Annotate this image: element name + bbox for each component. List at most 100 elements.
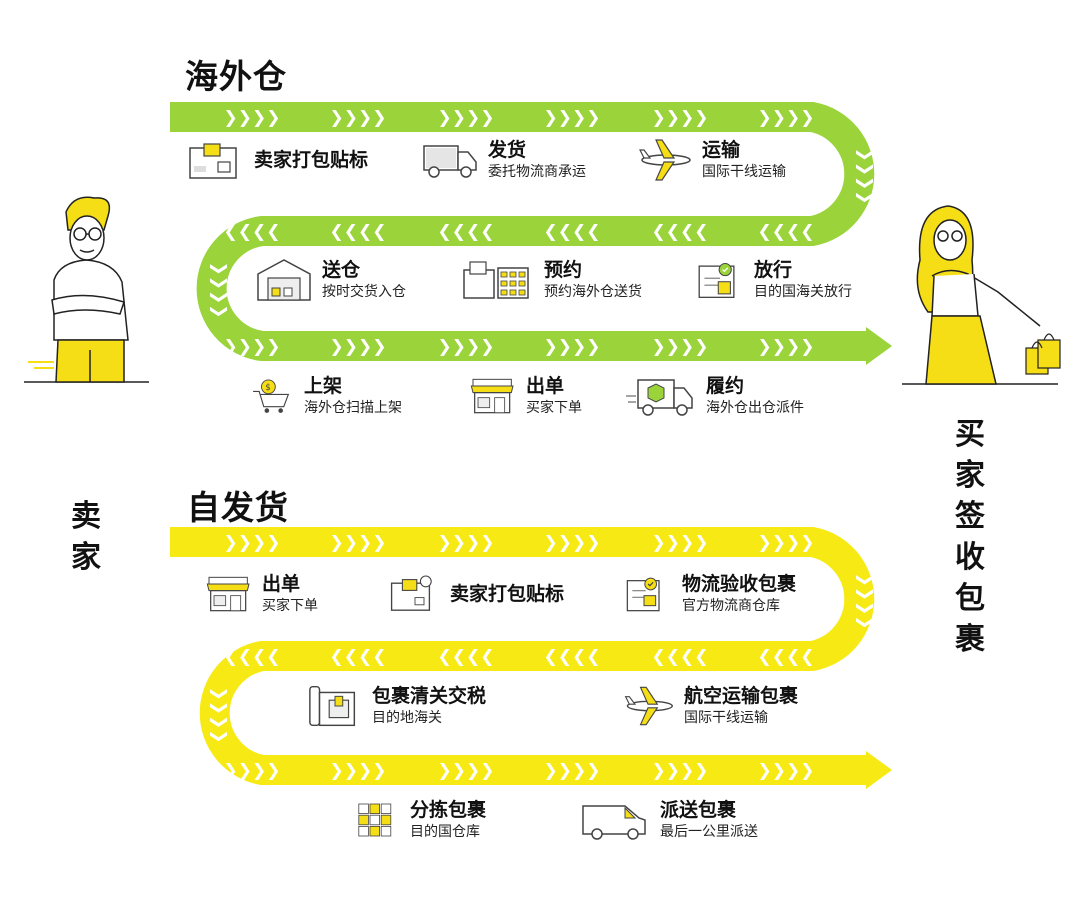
self-step-air-transport: 航空运输包裹 国际干线运输: [620, 682, 798, 730]
step-title: 履约: [706, 375, 745, 397]
customs-package-icon: [309, 685, 356, 727]
step-title: 分拣包裹: [410, 799, 487, 821]
step-subtitle: 海外仓出仓派件: [706, 400, 804, 416]
chevron-marker: ❮❮❮❮: [544, 647, 601, 667]
chevron-marker: ❮❮❮❮: [758, 647, 815, 667]
self-step-inspect: 物流验收包裹 官方物流商仓库: [624, 570, 796, 618]
seller-label: 卖家: [71, 499, 101, 575]
chevron-marker: ❯❯❯❯: [652, 108, 709, 128]
self-step-pack-label: 卖家打包贴标: [388, 570, 564, 618]
chevron-marker: ❯❯❯❯: [224, 108, 281, 128]
step-subtitle: 目的国海关放行: [754, 284, 852, 300]
step-title: 卖家打包贴标: [254, 149, 369, 171]
chevron-marker: ❮❮❮❮: [758, 222, 815, 242]
step-subtitle: 最后一公里派送: [660, 824, 758, 840]
self-ship-title: 自发货: [187, 488, 289, 527]
chevron-marker: ❯❯❯❯: [224, 533, 281, 553]
chevron-marker: ❯❯❯❯: [855, 573, 875, 630]
chevron-marker: ❯❯❯❯: [224, 761, 281, 781]
step-subtitle: 目的国仓库: [410, 824, 480, 840]
chevron-marker: ❮❮❮❮: [224, 222, 281, 242]
chevron-arrows: ❯❯❯❯ ❯❯❯❯ ❯❯❯❯ ❯❯❯❯ ❯❯❯❯ ❯❯❯❯ ❯❯❯❯ ❯❯❯❯ ❯❯❯❯ ❯❯❯❯…: [209, 108, 875, 781]
chevron-marker: ❯❯❯❯: [544, 337, 601, 357]
overseas-step-release: 放行 目的国海关放行: [694, 256, 852, 304]
sorting-boxes-icon: [358, 803, 392, 837]
chevron-marker: ❯❯❯❯: [652, 337, 709, 357]
step-subtitle: 国际干线运输: [702, 164, 786, 180]
step-title: 航空运输包裹: [684, 685, 799, 707]
inspection-icon: [626, 577, 660, 612]
customs-clearance-icon: [698, 263, 735, 298]
shop-icon: [206, 576, 250, 612]
chevron-marker: ❯❯❯❯: [544, 533, 601, 553]
chevron-marker: ❯❯❯❯: [438, 337, 495, 357]
chevron-marker: ❮❮❮❮: [652, 647, 709, 667]
step-title: 运输: [702, 139, 741, 161]
step-subtitle: 目的地海关: [372, 710, 442, 726]
cart-icon: $: [253, 379, 290, 413]
step-title: 上架: [304, 375, 343, 397]
overseas-step-transport: 运输 国际干线运输: [634, 136, 786, 184]
self-step-customs: 包裹清关交税 目的地海关: [306, 682, 486, 730]
seller-illustration: [24, 196, 149, 383]
chevron-marker: ❯❯❯❯: [758, 108, 815, 128]
truck-icon: [423, 145, 477, 178]
calendar-boxes-icon: [463, 261, 529, 299]
airplane-icon: [639, 139, 691, 181]
van-icon: [582, 805, 646, 840]
chevron-marker: ❯❯❯❯: [330, 533, 387, 553]
warehouse-icon: [257, 259, 311, 301]
step-subtitle: 买家下单: [526, 400, 582, 416]
step-title: 送仓: [322, 259, 361, 281]
step-subtitle: 委托物流商承运: [488, 164, 586, 180]
chevron-marker: ❮❮❮❮: [330, 222, 387, 242]
chevron-marker: ❯❯❯❯: [652, 761, 709, 781]
step-subtitle: 海外仓扫描上架: [304, 400, 402, 416]
overseas-step-order: 出单 买家下单: [468, 372, 582, 420]
step-subtitle: 官方物流商仓库: [682, 598, 780, 614]
delivery-truck-icon: [626, 379, 693, 416]
chevron-marker: ❮❮❮❮: [330, 647, 387, 667]
chevron-marker: ❮❮❮❮: [652, 222, 709, 242]
svg-text:$: $: [265, 382, 270, 392]
overseas-step-ship: 发货 委托物流商承运: [420, 136, 586, 184]
chevron-marker: ❮❮❮❮: [438, 222, 495, 242]
package-label-icon: [390, 575, 432, 611]
step-subtitle: 按时交货入仓: [322, 284, 406, 300]
self-ship-path: [170, 527, 892, 789]
overseas-step-deliver-warehouse: 送仓 按时交货入仓: [254, 256, 406, 304]
chevron-marker: ❯❯❯❯: [224, 337, 281, 357]
overseas-title: 海外仓: [185, 57, 287, 96]
step-subtitle: 预约海外仓送货: [544, 284, 642, 300]
step-title: 卖家打包贴标: [450, 583, 565, 605]
chevron-marker: ❯❯❯❯: [438, 533, 495, 553]
chevron-marker: ❮❮❮❮: [438, 647, 495, 667]
overseas-step-pack-label: 卖家打包贴标: [186, 136, 368, 184]
airplane-icon: [624, 686, 673, 726]
chevron-marker: ❯❯❯❯: [209, 687, 229, 744]
overseas-path: [170, 102, 892, 365]
chevron-marker: ❯❯❯❯: [544, 108, 601, 128]
step-title: 发货: [488, 139, 527, 161]
step-title: 出单: [526, 375, 565, 397]
chevron-marker: ❯❯❯❯: [330, 761, 387, 781]
chevron-marker: ❮❮❮❮: [224, 647, 281, 667]
overseas-step-appointment: 预约 预约海外仓送货: [456, 256, 642, 304]
chevron-marker: ❯❯❯❯: [438, 108, 495, 128]
chevron-marker: ❯❯❯❯: [438, 761, 495, 781]
chevron-marker: ❯❯❯❯: [758, 337, 815, 357]
chevron-marker: ❯❯❯❯: [758, 533, 815, 553]
self-step-sort: 分拣包裹 目的国仓库: [354, 796, 486, 844]
step-title: 物流验收包裹: [682, 573, 797, 595]
step-title: 预约: [544, 259, 583, 281]
buyer-illustration: [902, 205, 1061, 385]
chevron-marker: ❯❯❯❯: [330, 337, 387, 357]
chevron-marker: ❯❯❯❯: [330, 108, 387, 128]
chevron-marker: ❮❮❮❮: [544, 222, 601, 242]
chevron-marker: ❯❯❯❯: [209, 262, 229, 319]
shop-icon: [470, 378, 514, 414]
step-title: 包裹清关交税: [372, 685, 487, 707]
chevron-marker: ❯❯❯❯: [855, 148, 875, 205]
step-title: 派送包裹: [660, 799, 737, 821]
